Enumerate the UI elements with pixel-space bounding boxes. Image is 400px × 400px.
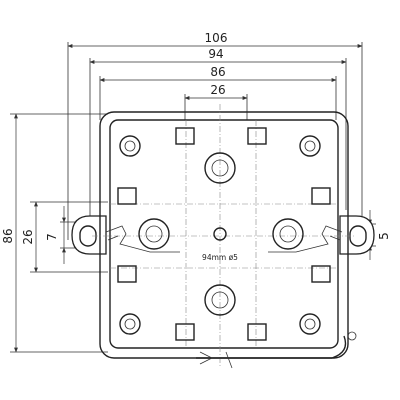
center-hole <box>213 227 227 241</box>
dim-label-5: 5 <box>377 232 391 240</box>
box-body <box>99 111 349 359</box>
dim-label-106: 106 <box>205 31 228 45</box>
knockout-bottom <box>204 284 236 316</box>
cable-entries <box>105 225 343 253</box>
knockout-right <box>272 218 304 250</box>
dim-label-7: 7 <box>45 233 59 241</box>
dim-label-26-left: 26 <box>21 229 35 244</box>
bottom-hinge <box>196 331 357 369</box>
center-label: 94mm ø5 <box>202 253 238 262</box>
knockout-left <box>138 218 170 250</box>
right-mounting-lug <box>339 215 375 255</box>
box-outer-wall <box>99 111 349 359</box>
top-dimensions: 106 94 86 26 <box>67 31 363 240</box>
mounting-lugs <box>71 215 375 255</box>
center-lines <box>92 104 356 366</box>
corner-screw-bosses <box>119 135 321 335</box>
square-pads <box>117 127 331 341</box>
dim-label-94: 94 <box>208 47 223 61</box>
knockouts <box>138 152 304 316</box>
dim-label-86-top: 86 <box>210 65 225 79</box>
box-inner-wall <box>109 119 339 349</box>
dim-label-26-top: 26 <box>210 83 225 97</box>
left-mounting-lug <box>71 215 107 255</box>
knockout-top <box>204 152 236 184</box>
left-dimensions: 86 26 7 <box>1 113 108 353</box>
dim-label-86-left: 86 <box>1 228 15 243</box>
